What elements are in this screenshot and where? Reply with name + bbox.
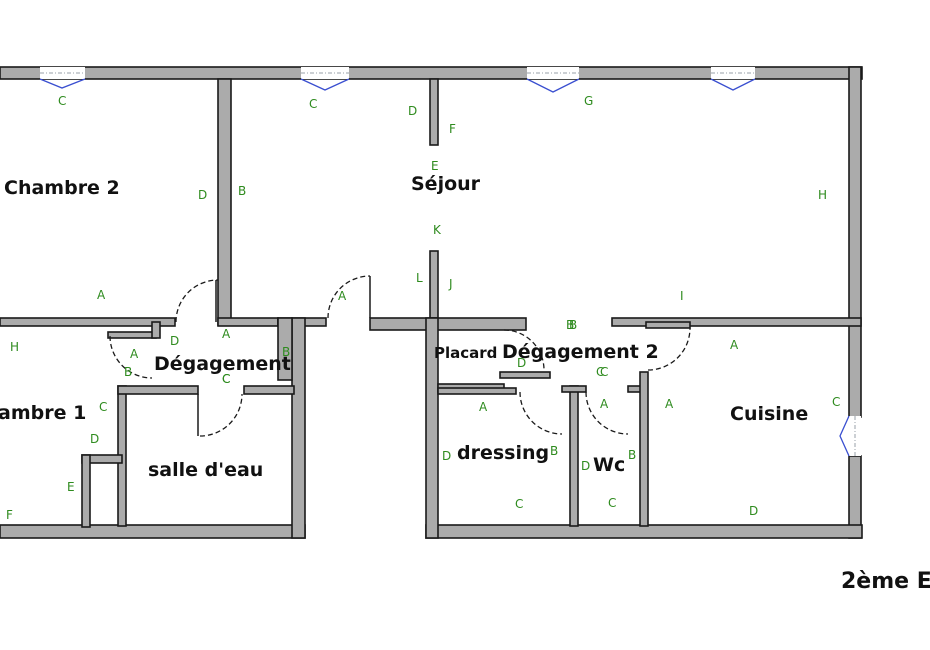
wall-label: A <box>479 400 488 414</box>
wall-label: E <box>431 159 439 173</box>
wall-label: A <box>338 289 347 303</box>
room-chambre-1: ambre 1 <box>0 402 86 424</box>
room-dressing: dressing <box>457 442 549 464</box>
wall-label: L <box>416 271 423 285</box>
room-sejour: Séjour <box>411 173 481 195</box>
wall-label: C <box>58 94 66 108</box>
room-degagement-2: Dégagement 2 <box>502 341 659 363</box>
room-salle-d-eau: salle d'eau <box>148 459 263 481</box>
wall-label: F <box>6 508 13 522</box>
wall-label: B <box>566 318 574 332</box>
wall-label: B <box>282 345 290 359</box>
room-names: Chambre 2 Séjour ambre 1 Dégagement sall… <box>0 173 808 481</box>
wall-label: E <box>67 480 75 494</box>
wall-label: C <box>515 497 523 511</box>
wall-label: D <box>198 188 207 202</box>
floor-label: 2ème E <box>841 569 930 594</box>
wall-label: F <box>449 122 456 136</box>
wall-label: A <box>730 338 739 352</box>
wall-label: D <box>749 504 758 518</box>
wall-label: B <box>550 444 558 458</box>
wall-label: C <box>596 365 604 379</box>
wall-label: D <box>408 104 417 118</box>
wall-label: B <box>628 448 636 462</box>
wall-label: I <box>680 289 684 303</box>
wall-label: A <box>97 288 106 302</box>
wall-label: B <box>124 365 132 379</box>
wall-label: D <box>517 356 526 370</box>
wall-label: H <box>818 188 827 202</box>
wall-label: B <box>569 318 577 332</box>
wall-label: B <box>238 184 246 198</box>
walls <box>0 66 863 539</box>
room-placard: Placard <box>434 344 497 362</box>
wall-label: D <box>170 334 179 348</box>
wall-label: C <box>222 372 230 386</box>
room-chambre-2: Chambre 2 <box>4 177 120 199</box>
wall-label: C <box>608 496 616 510</box>
doors <box>109 275 691 437</box>
wall-label: K <box>433 223 442 237</box>
wall-label: A <box>600 397 609 411</box>
wall-label: A <box>130 347 139 361</box>
windows <box>39 67 861 457</box>
wall-label: J <box>448 277 453 291</box>
wall-label: C <box>600 365 608 379</box>
wall-label: D <box>581 459 590 473</box>
wall-label: C <box>309 97 317 111</box>
wall-label: A <box>222 327 231 341</box>
wall-label: H <box>10 340 19 354</box>
wall-label: G <box>584 94 593 108</box>
room-wc: Wc <box>593 454 625 476</box>
wall-labels: C C D F G D B E H K L J A I H D A A B B … <box>6 94 840 522</box>
wall-label: A <box>665 397 674 411</box>
room-degagement: Dégagement <box>154 353 291 375</box>
wall-label: D <box>90 432 99 446</box>
wall-label: D <box>442 449 451 463</box>
wall-label: C <box>832 395 840 409</box>
wall-label: C <box>222 372 230 386</box>
room-cuisine: Cuisine <box>730 403 808 425</box>
wall-label: C <box>99 400 107 414</box>
